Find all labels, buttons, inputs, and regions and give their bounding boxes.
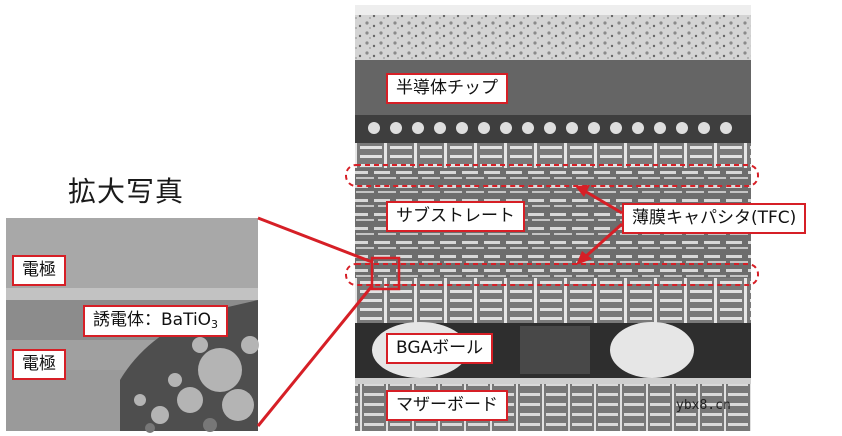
zoom-line-bottom [256,285,374,427]
label-dielectric: 誘電体：BaTiO3 [83,305,229,337]
label-tfc: 薄膜キャパシタ(TFC) [622,203,807,234]
magnified-photo-title: 拡大写真 [68,175,185,208]
tfc-outline-upper [345,164,759,187]
label-dielectric-subscript: 3 [211,318,219,331]
label-dielectric-text: 誘電体：BaTiO [93,310,212,330]
tfc-outline-lower [345,263,759,286]
zoom-region-marker [370,256,401,291]
tfc-arrows [575,185,624,265]
zoom-line-top [257,216,373,264]
label-substrate: サブストレート [386,201,525,232]
label-electrode-bottom: 電極 [12,349,66,380]
label-chip: 半導体チップ [386,73,508,104]
label-bga: BGAボール [386,333,494,364]
label-motherboard: マザーボード [386,390,508,421]
watermark-text: ybx8.cn [676,398,731,413]
label-electrode-top: 電極 [12,255,66,286]
